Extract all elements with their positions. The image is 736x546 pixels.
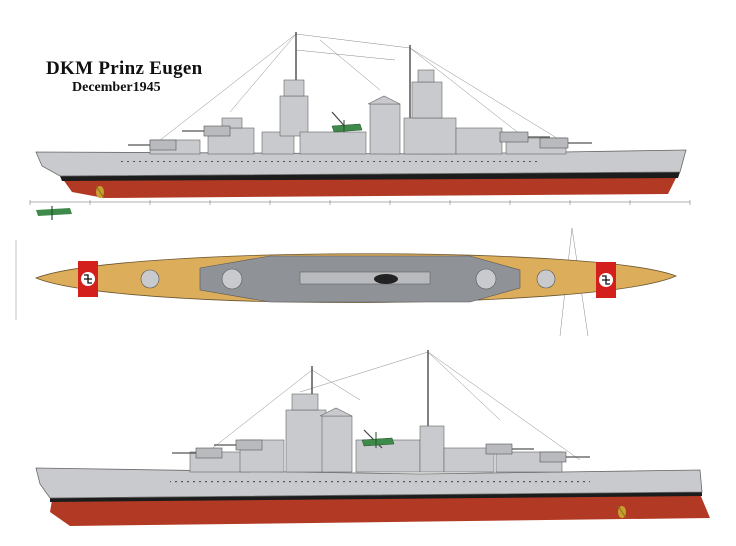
propeller-icon <box>95 185 105 199</box>
plan-view <box>15 227 678 337</box>
port-profile <box>35 350 710 526</box>
deck-identification-flag-fore <box>596 262 616 298</box>
deck-identification-flag-aft <box>78 261 98 297</box>
plan-turrets <box>140 268 556 290</box>
boot-topping <box>60 172 680 181</box>
seaplane-icon-lower <box>361 432 395 448</box>
gun-barrels <box>128 130 592 146</box>
hull-antifouling-lower <box>50 494 710 526</box>
aircraft-detail-icon <box>36 206 72 220</box>
starboard-profile <box>35 32 687 199</box>
rigging-lines <box>149 33 561 149</box>
scale-ticks <box>29 200 691 205</box>
propeller-icon-lower <box>617 505 627 519</box>
portholes-row <box>120 159 540 162</box>
plate-title: DKM Prinz Eugen <box>46 58 203 79</box>
plate-subtitle: December1945 <box>72 80 161 95</box>
seaplane-icon <box>331 120 363 133</box>
funnel-top <box>374 274 398 284</box>
superstructure <box>149 69 567 155</box>
superstructure-lower <box>189 393 563 473</box>
rigging-lines-lower <box>199 351 581 461</box>
